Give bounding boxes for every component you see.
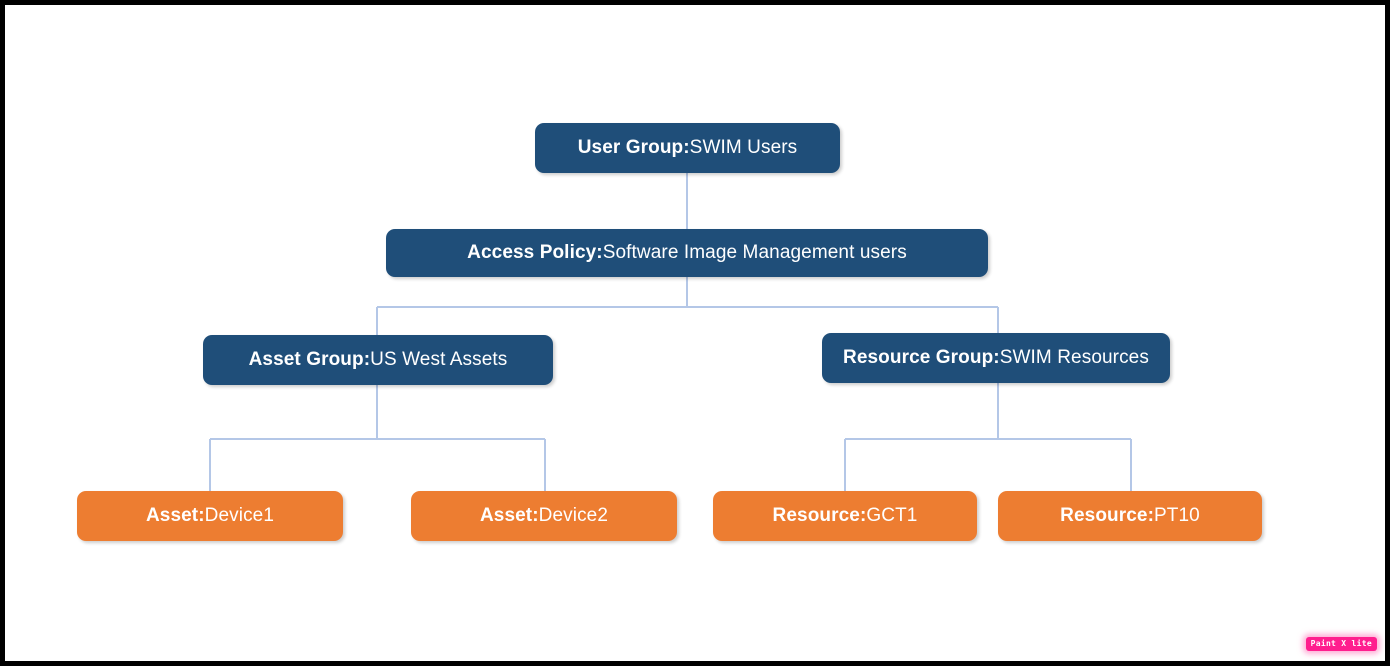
node-asset-group-value: US West Assets (370, 349, 508, 370)
node-user-group-value: SWIM Users (689, 137, 798, 158)
node-access-policy-value: Software Image Management users (602, 242, 907, 263)
node-resource-group-value: SWIM Resources (999, 347, 1149, 368)
node-resource-gct1[interactable]: Resource: GCT1 (713, 491, 977, 541)
node-asset-group[interactable]: Asset Group: US West Assets (203, 335, 553, 385)
hierarchy-diagram: User Group: SWIM Users Access Policy: So… (5, 5, 1385, 661)
node-resource-group-label: Resource Group: (843, 347, 1000, 368)
node-resource-pt10-value: PT10 (1154, 505, 1200, 526)
node-asset-group-label: Asset Group: (248, 349, 371, 370)
node-asset-device1-label: Asset: (145, 505, 205, 526)
node-resource-pt10[interactable]: Resource: PT10 (998, 491, 1262, 541)
node-asset-device1[interactable]: Asset: Device1 (77, 491, 343, 541)
node-resource-pt10-label: Resource: (1060, 505, 1154, 526)
paint-x-lite-watermark: Paint X lite (1305, 637, 1377, 651)
node-resource-gct1-value: GCT1 (866, 505, 918, 526)
node-user-group-label: User Group: (577, 137, 690, 158)
node-asset-device1-value: Device1 (204, 505, 275, 526)
node-asset-device2[interactable]: Asset: Device2 (411, 491, 677, 541)
node-asset-device2-label: Asset: (479, 505, 539, 526)
node-resource-group[interactable]: Resource Group: SWIM Resources (822, 333, 1170, 383)
node-resource-gct1-label: Resource: (772, 505, 867, 526)
node-access-policy[interactable]: Access Policy: Software Image Management… (386, 229, 988, 277)
node-asset-device2-value: Device2 (538, 505, 609, 526)
node-access-policy-label: Access Policy: (467, 242, 603, 263)
node-user-group[interactable]: User Group: SWIM Users (535, 123, 840, 173)
